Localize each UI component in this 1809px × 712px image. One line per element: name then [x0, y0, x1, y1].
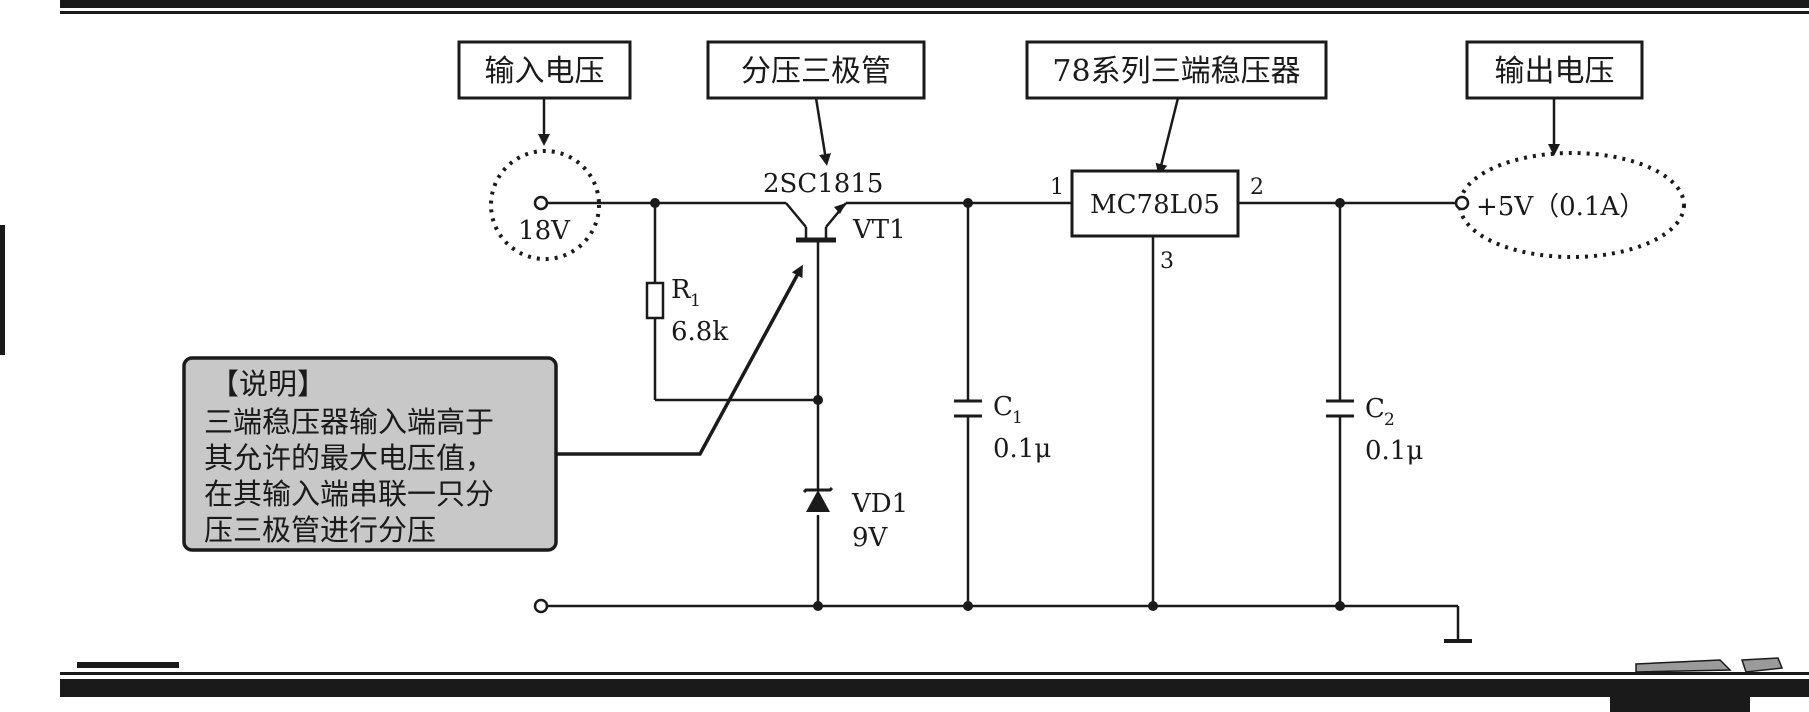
callout-input-voltage-label: 输入电压 [485, 54, 605, 89]
zener-designator-label: VD1 [851, 489, 908, 519]
emitter-arrow [834, 203, 846, 214]
ground-terminal-node [533, 598, 549, 614]
callout-regulator-series: 78系列三端稳压器 [1025, 40, 1328, 176]
resistor-subscript: 1 [690, 291, 701, 311]
transistor-model-label: 2SC1815 [763, 169, 883, 199]
regulator-body [1070, 169, 1240, 238]
zener-value-label: 9V [852, 523, 889, 553]
zener-vd1: VD1 9V [802, 486, 908, 553]
resistor-body [645, 281, 665, 320]
bottom-border-thick [60, 679, 1809, 697]
callout-input-voltage: 输入电压 [457, 40, 632, 146]
input-dotted-circle [489, 149, 601, 261]
input-terminal-node [533, 195, 549, 211]
top-border-thick [60, 0, 1809, 8]
note-title: 【说明】 [210, 367, 326, 401]
note-line-2: 其允许的最大电压值， [204, 441, 494, 475]
note-box: 【说明】 三端稳压器输入端高于 其允许的最大电压值， 在其输入端串联一只分 压三… [182, 264, 803, 552]
capacitor-c1: C 1 0.1μ [954, 392, 1051, 464]
wiring [547, 201, 1472, 643]
bottom-right-smudge-2 [1740, 657, 1784, 673]
callout-divider-transistor-label: 分压三极管 [741, 54, 891, 89]
capacitor-c2: C 2 0.1μ [1326, 394, 1423, 466]
input-terminal: 18V [489, 149, 601, 261]
top-border-thin [60, 11, 1809, 14]
capacitor1-subscript: 1 [1012, 408, 1023, 428]
note-line-4: 压三极管进行分压 [204, 513, 436, 547]
transistor-designator-label: VT1 [852, 215, 906, 245]
input-voltage-label: 18V [518, 216, 571, 246]
callout-regulator-series-label: 78系列三端稳压器 [1052, 54, 1300, 89]
capacitor2-subscript: 2 [1384, 410, 1395, 430]
bottom-right-smudge [1635, 659, 1732, 673]
note-line-3: 在其输入端串联一只分 [204, 477, 494, 511]
regulator-model-label: MC78L05 [1090, 190, 1220, 220]
regulator-pin2-label: 2 [1250, 175, 1264, 200]
note-pointer-arrow [556, 264, 803, 456]
callout-divider-transistor: 分压三极管 [706, 40, 926, 166]
capacitor1-designator-label: C [993, 392, 1013, 422]
left-edge-mark [0, 225, 5, 355]
junctions [650, 198, 1345, 611]
resistor-value-label: 6.8k [671, 317, 728, 347]
zener-triangle [806, 490, 830, 512]
regulator-pin1-label: 1 [1050, 175, 1064, 200]
output-dotted-ellipse [1458, 151, 1686, 259]
regulator-pin3-label: 3 [1160, 249, 1174, 274]
capacitor2-designator-label: C [1365, 394, 1385, 424]
regulator-mc78l05: MC78L05 1 2 3 [1050, 169, 1264, 274]
bottom-left-mark [77, 662, 179, 668]
capacitor1-value-label: 0.1μ [993, 434, 1051, 464]
bottom-right-block [1610, 695, 1750, 712]
zener-bar [802, 486, 834, 494]
capacitor2-value-label: 0.1μ [1365, 436, 1423, 466]
callout-output-voltage-label: 输出电压 [1495, 54, 1615, 89]
callout-output-voltage: 输出电压 [1465, 40, 1644, 156]
output-voltage-label: +5V（0.1A） [1476, 192, 1645, 222]
output-terminal: +5V（0.1A） [1454, 151, 1686, 259]
note-line-1: 三端稳压器输入端高于 [204, 405, 494, 439]
bottom-border-thin [60, 672, 1809, 675]
resistor-designator-label: R [671, 275, 692, 305]
resistor-r1: R 1 6.8k [645, 275, 728, 347]
output-terminal-node [1454, 195, 1470, 211]
transistor-vt1: 2SC1815 VT1 [763, 169, 906, 245]
